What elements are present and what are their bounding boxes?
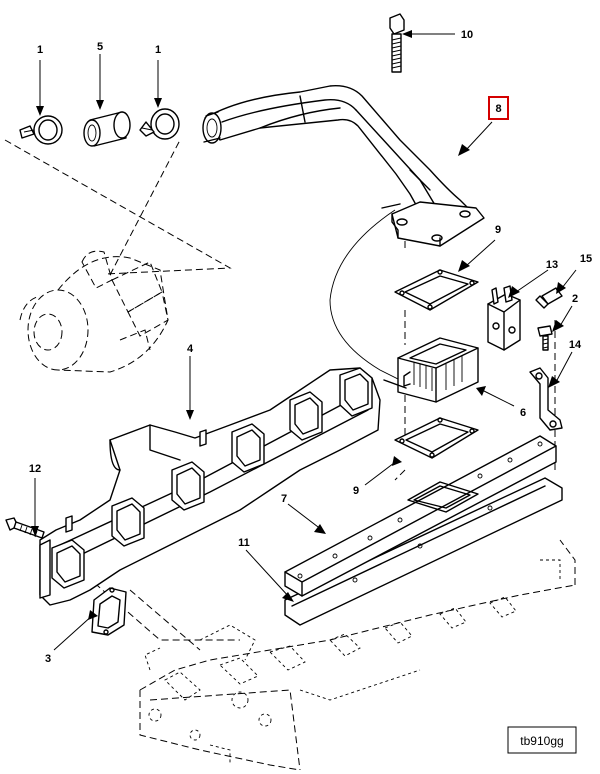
cover-gasket-11: [284, 477, 563, 626]
intake-heater: [383, 337, 479, 403]
crossover-tube: [202, 85, 485, 247]
callout-10: 10: [461, 29, 473, 41]
callout-7: 7: [281, 493, 287, 505]
leader-lines: [31, 30, 577, 651]
hose: [83, 111, 131, 147]
callout-2: 2: [572, 293, 578, 305]
gasket-lower: [394, 417, 479, 459]
gasket-upper: [394, 269, 479, 311]
reference-code-box: [507, 726, 577, 754]
callout-3: 3: [45, 653, 51, 665]
callout-14: 14: [569, 339, 582, 351]
callout-9-lower: 9: [353, 485, 359, 497]
callout-8: 8: [495, 103, 501, 115]
callout-15: 15: [580, 253, 592, 265]
highlight-box-8: [488, 96, 509, 120]
callout-4: 4: [187, 343, 194, 355]
bracket-13: [487, 285, 521, 351]
exhaust-manifold: [39, 367, 381, 606]
callout-1-left: 1: [37, 44, 43, 56]
hose-clamp-left: [19, 115, 63, 145]
hose-clamp-right: [139, 108, 180, 140]
bracket-14: [529, 367, 563, 431]
callout-6: 6: [520, 407, 526, 419]
bolt-12: [5, 517, 45, 539]
intake-cover-7: [284, 435, 557, 597]
callout-5: 5: [97, 41, 103, 53]
reference-code: tb910gg: [520, 734, 563, 748]
bolt-10: [389, 13, 405, 73]
manifold-gasket: [91, 587, 127, 636]
callout-12: 12: [29, 463, 41, 475]
callout-9-upper: 9: [495, 224, 501, 236]
callout-1-right: 1: [155, 44, 161, 56]
turbocharger-phantom: [19, 250, 169, 373]
engine-block: [139, 539, 576, 771]
callout-11: 11: [238, 537, 250, 549]
callout-13: 13: [546, 259, 558, 271]
screw-2: [537, 325, 553, 351]
